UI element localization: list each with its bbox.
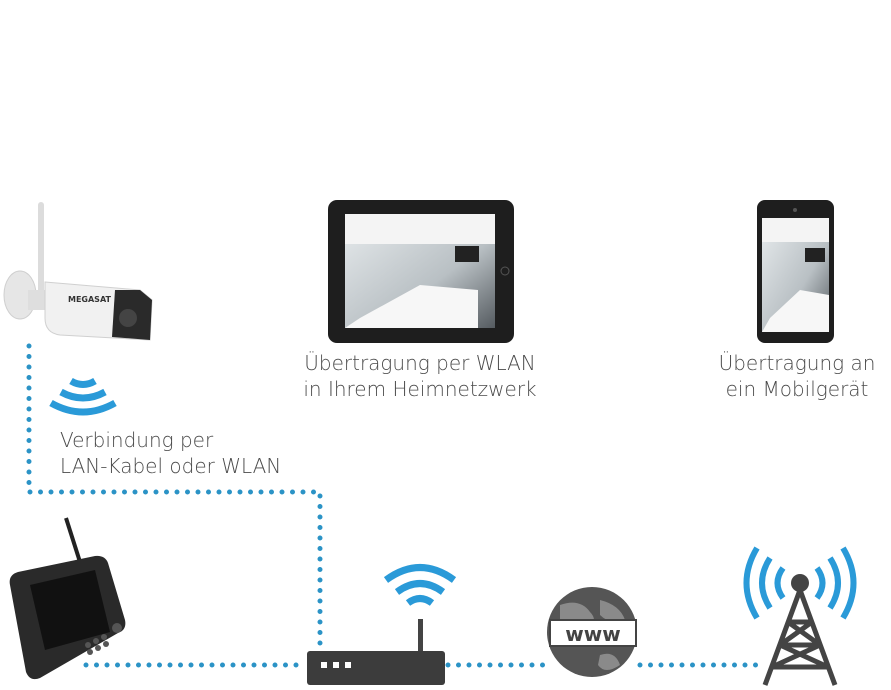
camera-caption: Verbindung per LAN-Kabel oder WLAN: [60, 427, 340, 479]
phone-caption-line-2: ein Mobilgerät: [725, 377, 869, 401]
camera-caption-line-2: LAN-Kabel oder WLAN: [60, 454, 282, 478]
tablet-caption-line-2: in Ihrem Heimnetzwerk: [303, 377, 537, 401]
connection-lines: [26, 343, 763, 668]
globe-icon: www: [547, 587, 637, 677]
phone-caption-line-1: Übertragung an: [718, 351, 876, 375]
tablet-caption-line-1: Übertragung per WLAN: [304, 351, 536, 375]
phone-caption: Übertragung an ein Mobilgerät: [697, 350, 891, 402]
tablet-image: [328, 200, 514, 343]
wifi-icon: [49, 377, 117, 416]
globe-www-label: www: [565, 622, 620, 646]
router-icon: [307, 619, 445, 685]
camera-to-router-line: [26, 343, 323, 653]
tablet-caption: Übertragung per WLAN in Ihrem Heimnetzwe…: [270, 350, 570, 402]
cell-tower-icon: [743, 546, 857, 686]
camera-caption-line-1: Verbindung per: [60, 428, 214, 452]
router-wifi-icon: [383, 564, 457, 606]
camera-brand-logo: MEGASAT: [68, 295, 112, 304]
camera-image: MEGASAT: [3, 202, 153, 341]
smartphone-image: [757, 200, 834, 343]
monitor-image: [9, 517, 126, 680]
